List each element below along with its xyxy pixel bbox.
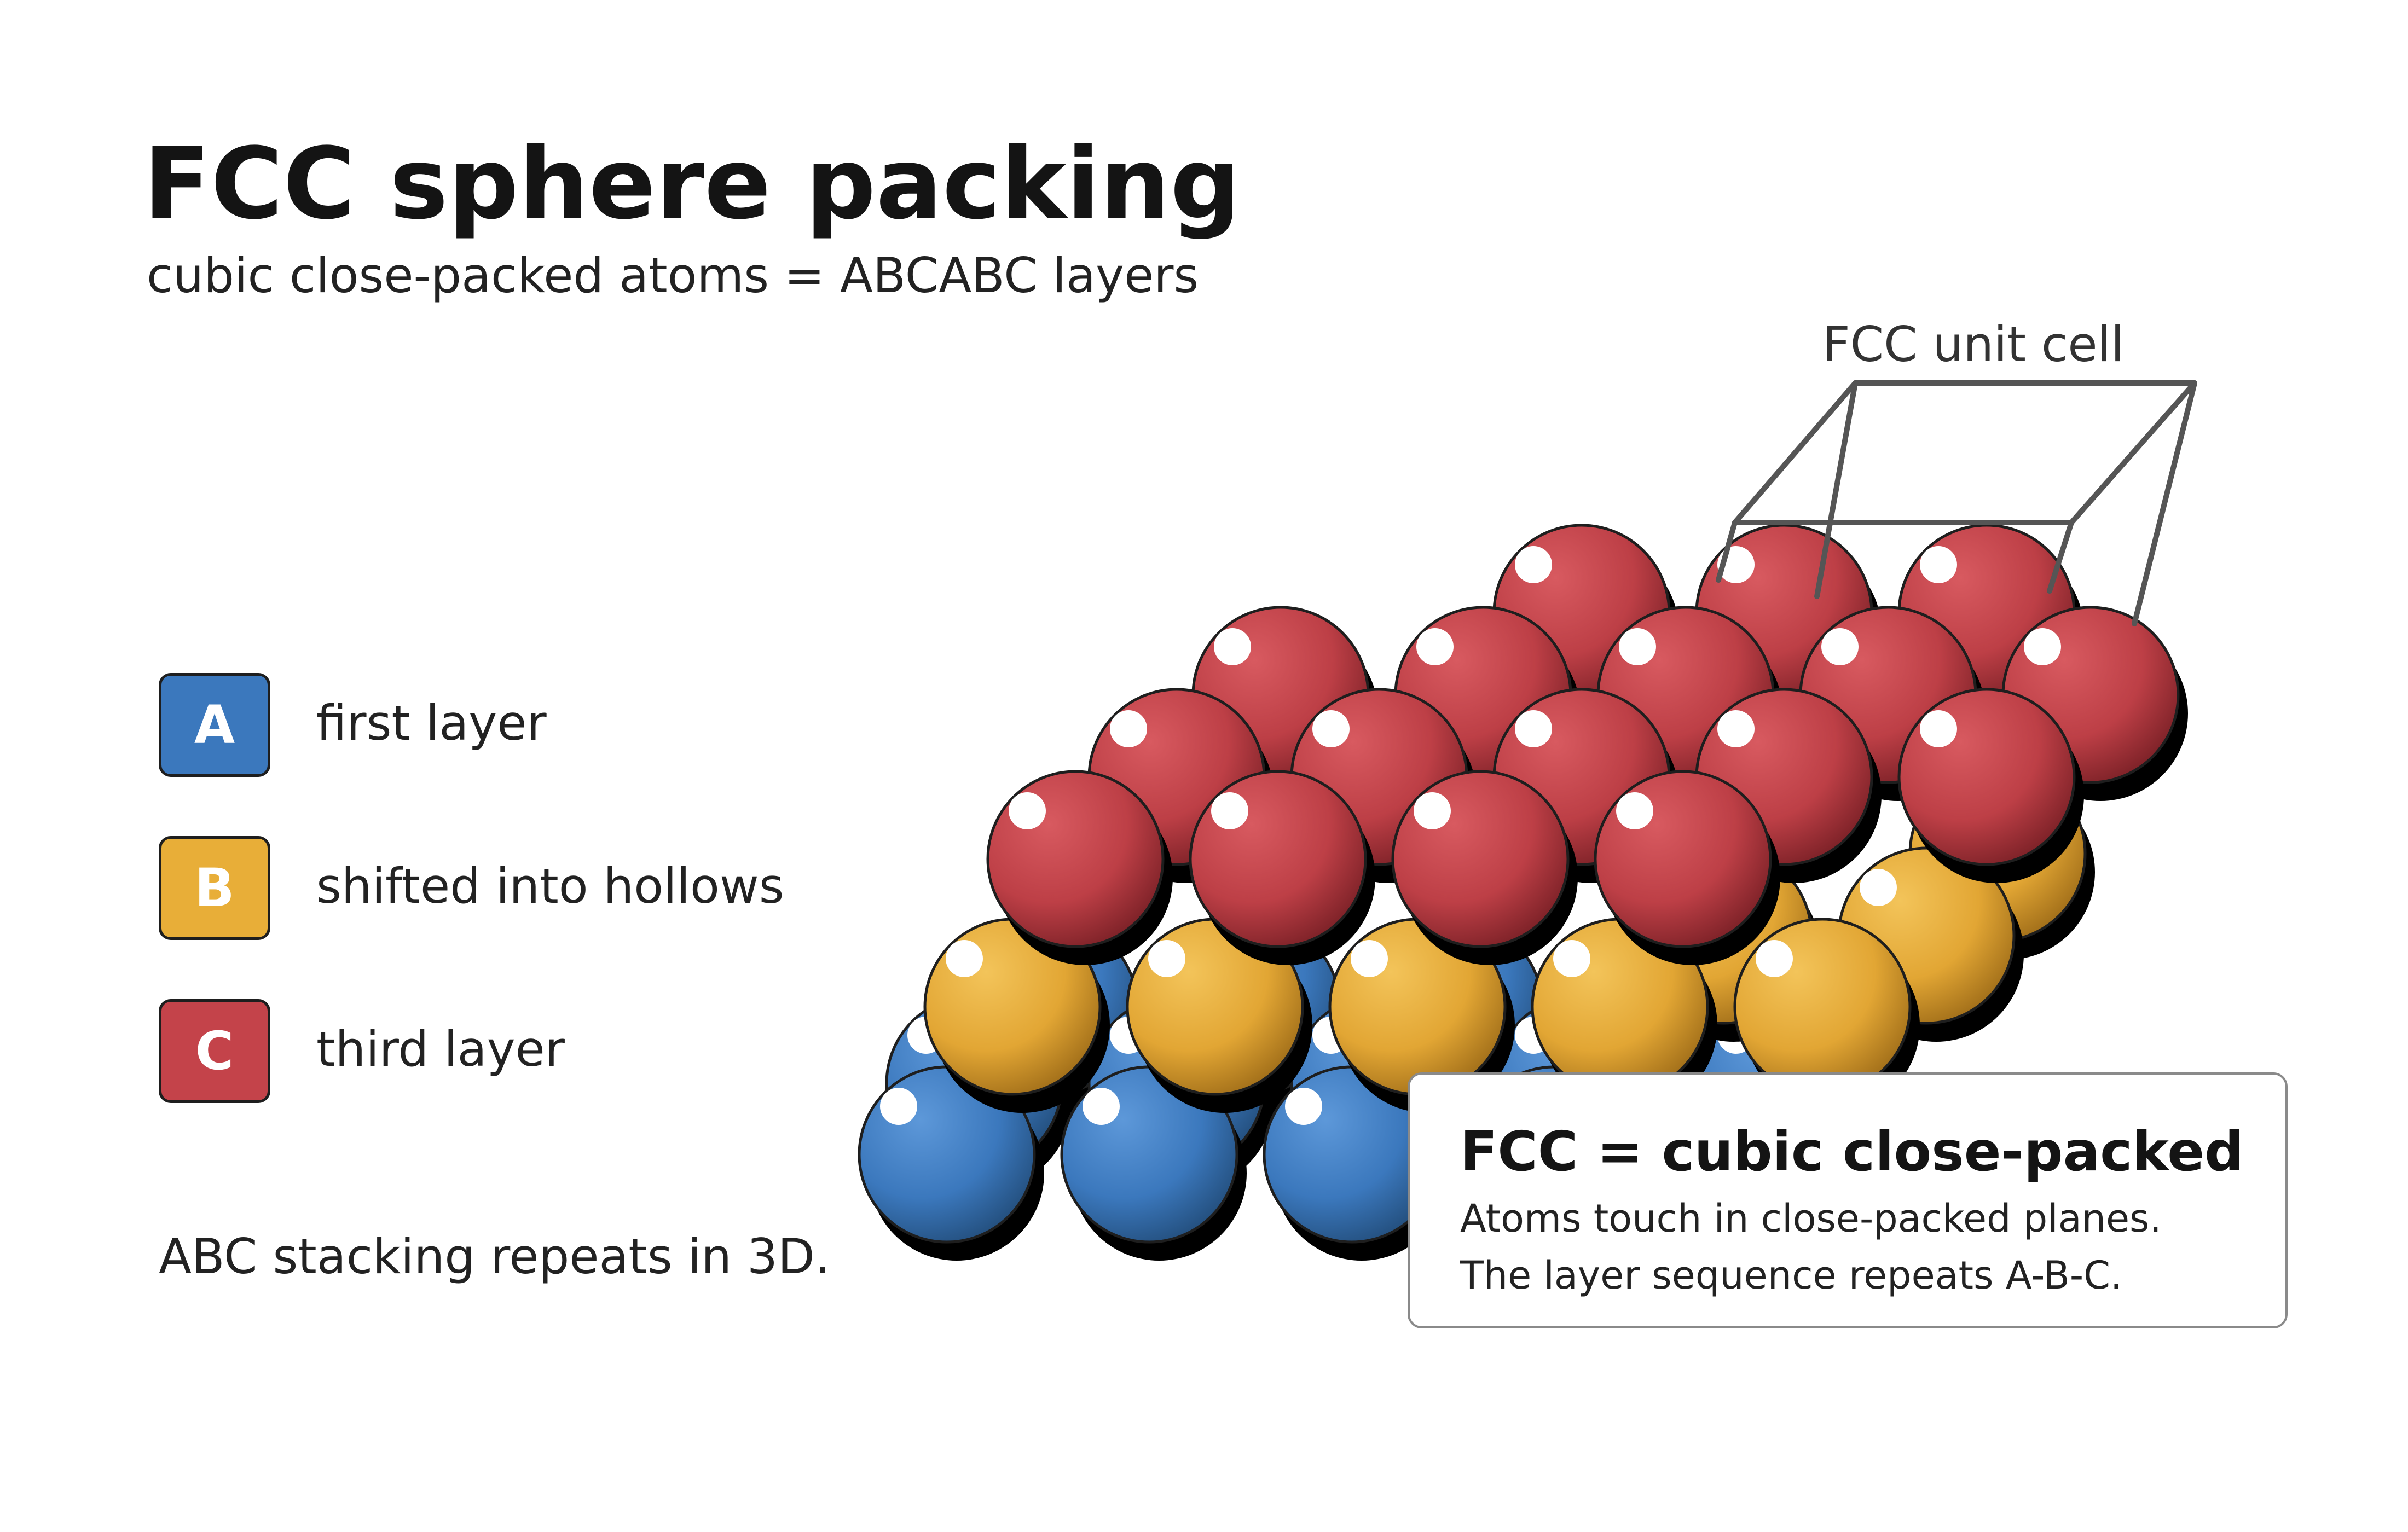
legend-item-a: A first layer [159,673,870,780]
legend-label-b: shifted into hollows [316,858,784,914]
layer-a-sphere [1263,1065,1449,1261]
unit-cell-edge [1732,380,1858,525]
layer-b-sphere [1733,918,1920,1113]
info-card: FCC = cubic close-packed Atoms touch in … [1408,1072,2288,1328]
layer-a-sphere [858,1065,1044,1261]
layer-c-sphere [1897,688,2084,883]
layer-c-sphere [1189,770,1375,965]
stacking-footnote: ABC stacking repeats in 3D. [159,1228,830,1285]
legend-swatch-b: B [159,836,270,940]
unit-cell-edge [2069,380,2197,525]
layer-c-sphere [986,770,1173,965]
layer-b-sphere [1126,918,1312,1113]
layer-c-spheres [986,524,2188,965]
unit-cell-label: FCC unit cell [1822,316,2124,373]
unit-cell-edge [2132,380,2197,626]
unit-cell-wireframe [1716,380,2197,626]
layer-c-sphere [1391,770,1578,965]
legend-item-b: B shifted into hollows [159,836,870,943]
page-subtitle: cubic close-packed atoms = ABCABC layers [147,247,1199,304]
legend-label-c: third layer [316,1021,565,1077]
layer-a-sphere [1060,1065,1247,1261]
legend-swatch-a: A [159,673,270,777]
page-title: FCC sphere packing [143,127,1241,241]
info-card-line-2: The layer sequence repeats A-B-C. [1460,1253,2123,1298]
layer-b-sphere [923,918,1110,1113]
legend-swatch-c: C [159,999,270,1103]
layer-c-sphere [1594,770,1780,965]
info-card-heading: FCC = cubic close-packed [1460,1119,2244,1183]
legend-label-a: first layer [316,695,547,751]
info-card-line-1: Atoms touch in close-packed planes. [1460,1196,2162,1241]
layer-legend: A first layer B shifted into hollows C t… [159,673,870,1111]
layer-b-sphere [1328,918,1515,1113]
unit-cell-edge [2047,520,2074,594]
layer-b-sphere [1531,918,1717,1113]
unit-cell-edge [1814,380,1858,599]
unit-cell-edge [1716,520,1738,583]
legend-item-c: C third layer [159,999,870,1106]
